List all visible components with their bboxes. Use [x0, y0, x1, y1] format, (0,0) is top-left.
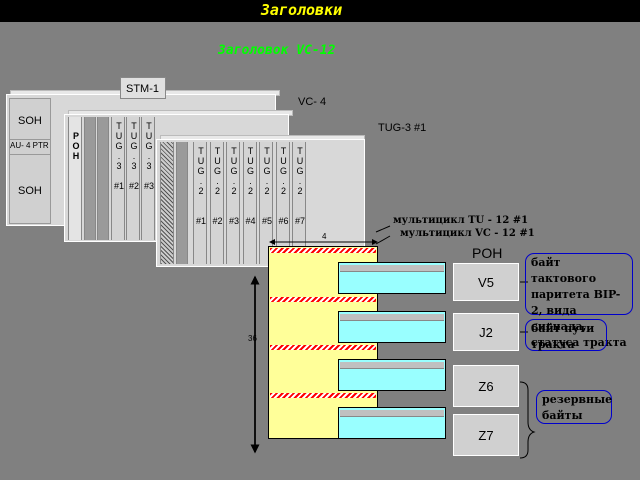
- tug2-col-num: #5: [261, 216, 272, 226]
- soh-column: SOH AU- 4 PTR SOH: [9, 98, 51, 224]
- pointer-byte-hatch: [270, 248, 376, 253]
- vc12-container-block: [338, 359, 446, 391]
- tug3-label: TUG-3 #1: [378, 122, 427, 134]
- z6-z7-brace: [519, 381, 536, 459]
- pointer-byte-hatch: [270, 393, 376, 398]
- tug3-fixed-stuff-1: [176, 142, 188, 264]
- vc4-fixed-stuff-1: [84, 117, 96, 240]
- tug2-col-num: #3: [228, 216, 239, 226]
- tug2-col-num: #6: [278, 216, 289, 226]
- tug2-col-num: #2: [212, 216, 223, 226]
- poh-byte-slot: [340, 265, 444, 272]
- pointer-byte-hatch: [270, 297, 376, 302]
- j2-byte-box: J2: [453, 313, 519, 351]
- annotation-connectors: [519, 281, 536, 459]
- title-bar: Заголовки: [0, 0, 640, 22]
- poh-header: POH: [472, 245, 503, 261]
- j2-note: байт пути тракта: [525, 319, 607, 351]
- tug3-col-num: #3: [143, 181, 154, 191]
- width-label: 4: [322, 232, 327, 241]
- diagram-canvas: Заголовок VC-12 STM-1 SOH AU- 4 PTR SOH …: [0, 22, 640, 480]
- poh-byte-slot: [340, 314, 444, 321]
- v5-byte-box: V5: [453, 263, 519, 301]
- leader-line-tu: [375, 225, 391, 233]
- z6-byte-box: Z6: [453, 365, 519, 407]
- vc4-fixed-stuff-2: [97, 117, 109, 240]
- tug2-col-num: #7: [294, 216, 305, 226]
- z6-z7-note: резервные байты: [536, 390, 612, 424]
- dimension-arrows: [250, 225, 391, 454]
- tug2-col-num: #1: [195, 216, 206, 226]
- vc4-label: VC- 4: [298, 96, 327, 108]
- tug2-col-num: #4: [245, 216, 256, 226]
- vc12-container-block: [338, 262, 446, 294]
- multiframe-vc-label: мультицикл VC - 12 #1: [400, 228, 535, 239]
- tug3-col-num: #1: [113, 181, 124, 191]
- height-label: 36: [248, 334, 257, 343]
- stm1-label: STM-1: [126, 83, 159, 95]
- stm1-label-tab: STM-1: [120, 77, 166, 99]
- pointer-byte-hatch: [270, 345, 376, 350]
- vc12-container-block: [338, 311, 446, 343]
- z7-byte-box: Z7: [453, 414, 519, 456]
- multiframe-tu-label: мультицикл TU - 12 #1: [393, 215, 529, 226]
- diagram-subtitle: Заголовок VC-12: [218, 43, 336, 58]
- page-title: Заголовки: [260, 1, 343, 19]
- leader-line-vc: [375, 235, 391, 245]
- au-ptr-row: AU- 4 PTR: [9, 139, 51, 155]
- tug3-null-pointer-column: [160, 142, 174, 264]
- v5-note: байт тактового паритета BIP-2, вида сигн…: [525, 253, 633, 349]
- poh-byte-slot: [340, 410, 444, 417]
- tug3-col-num: #2: [128, 181, 139, 191]
- au-ptr-label: AU- 4 PTR: [10, 141, 49, 150]
- vc12-container-block: [338, 407, 446, 439]
- poh-byte-slot: [340, 362, 444, 369]
- soh-top-label: SOH: [18, 115, 42, 127]
- soh-bottom-label: SOH: [18, 185, 42, 197]
